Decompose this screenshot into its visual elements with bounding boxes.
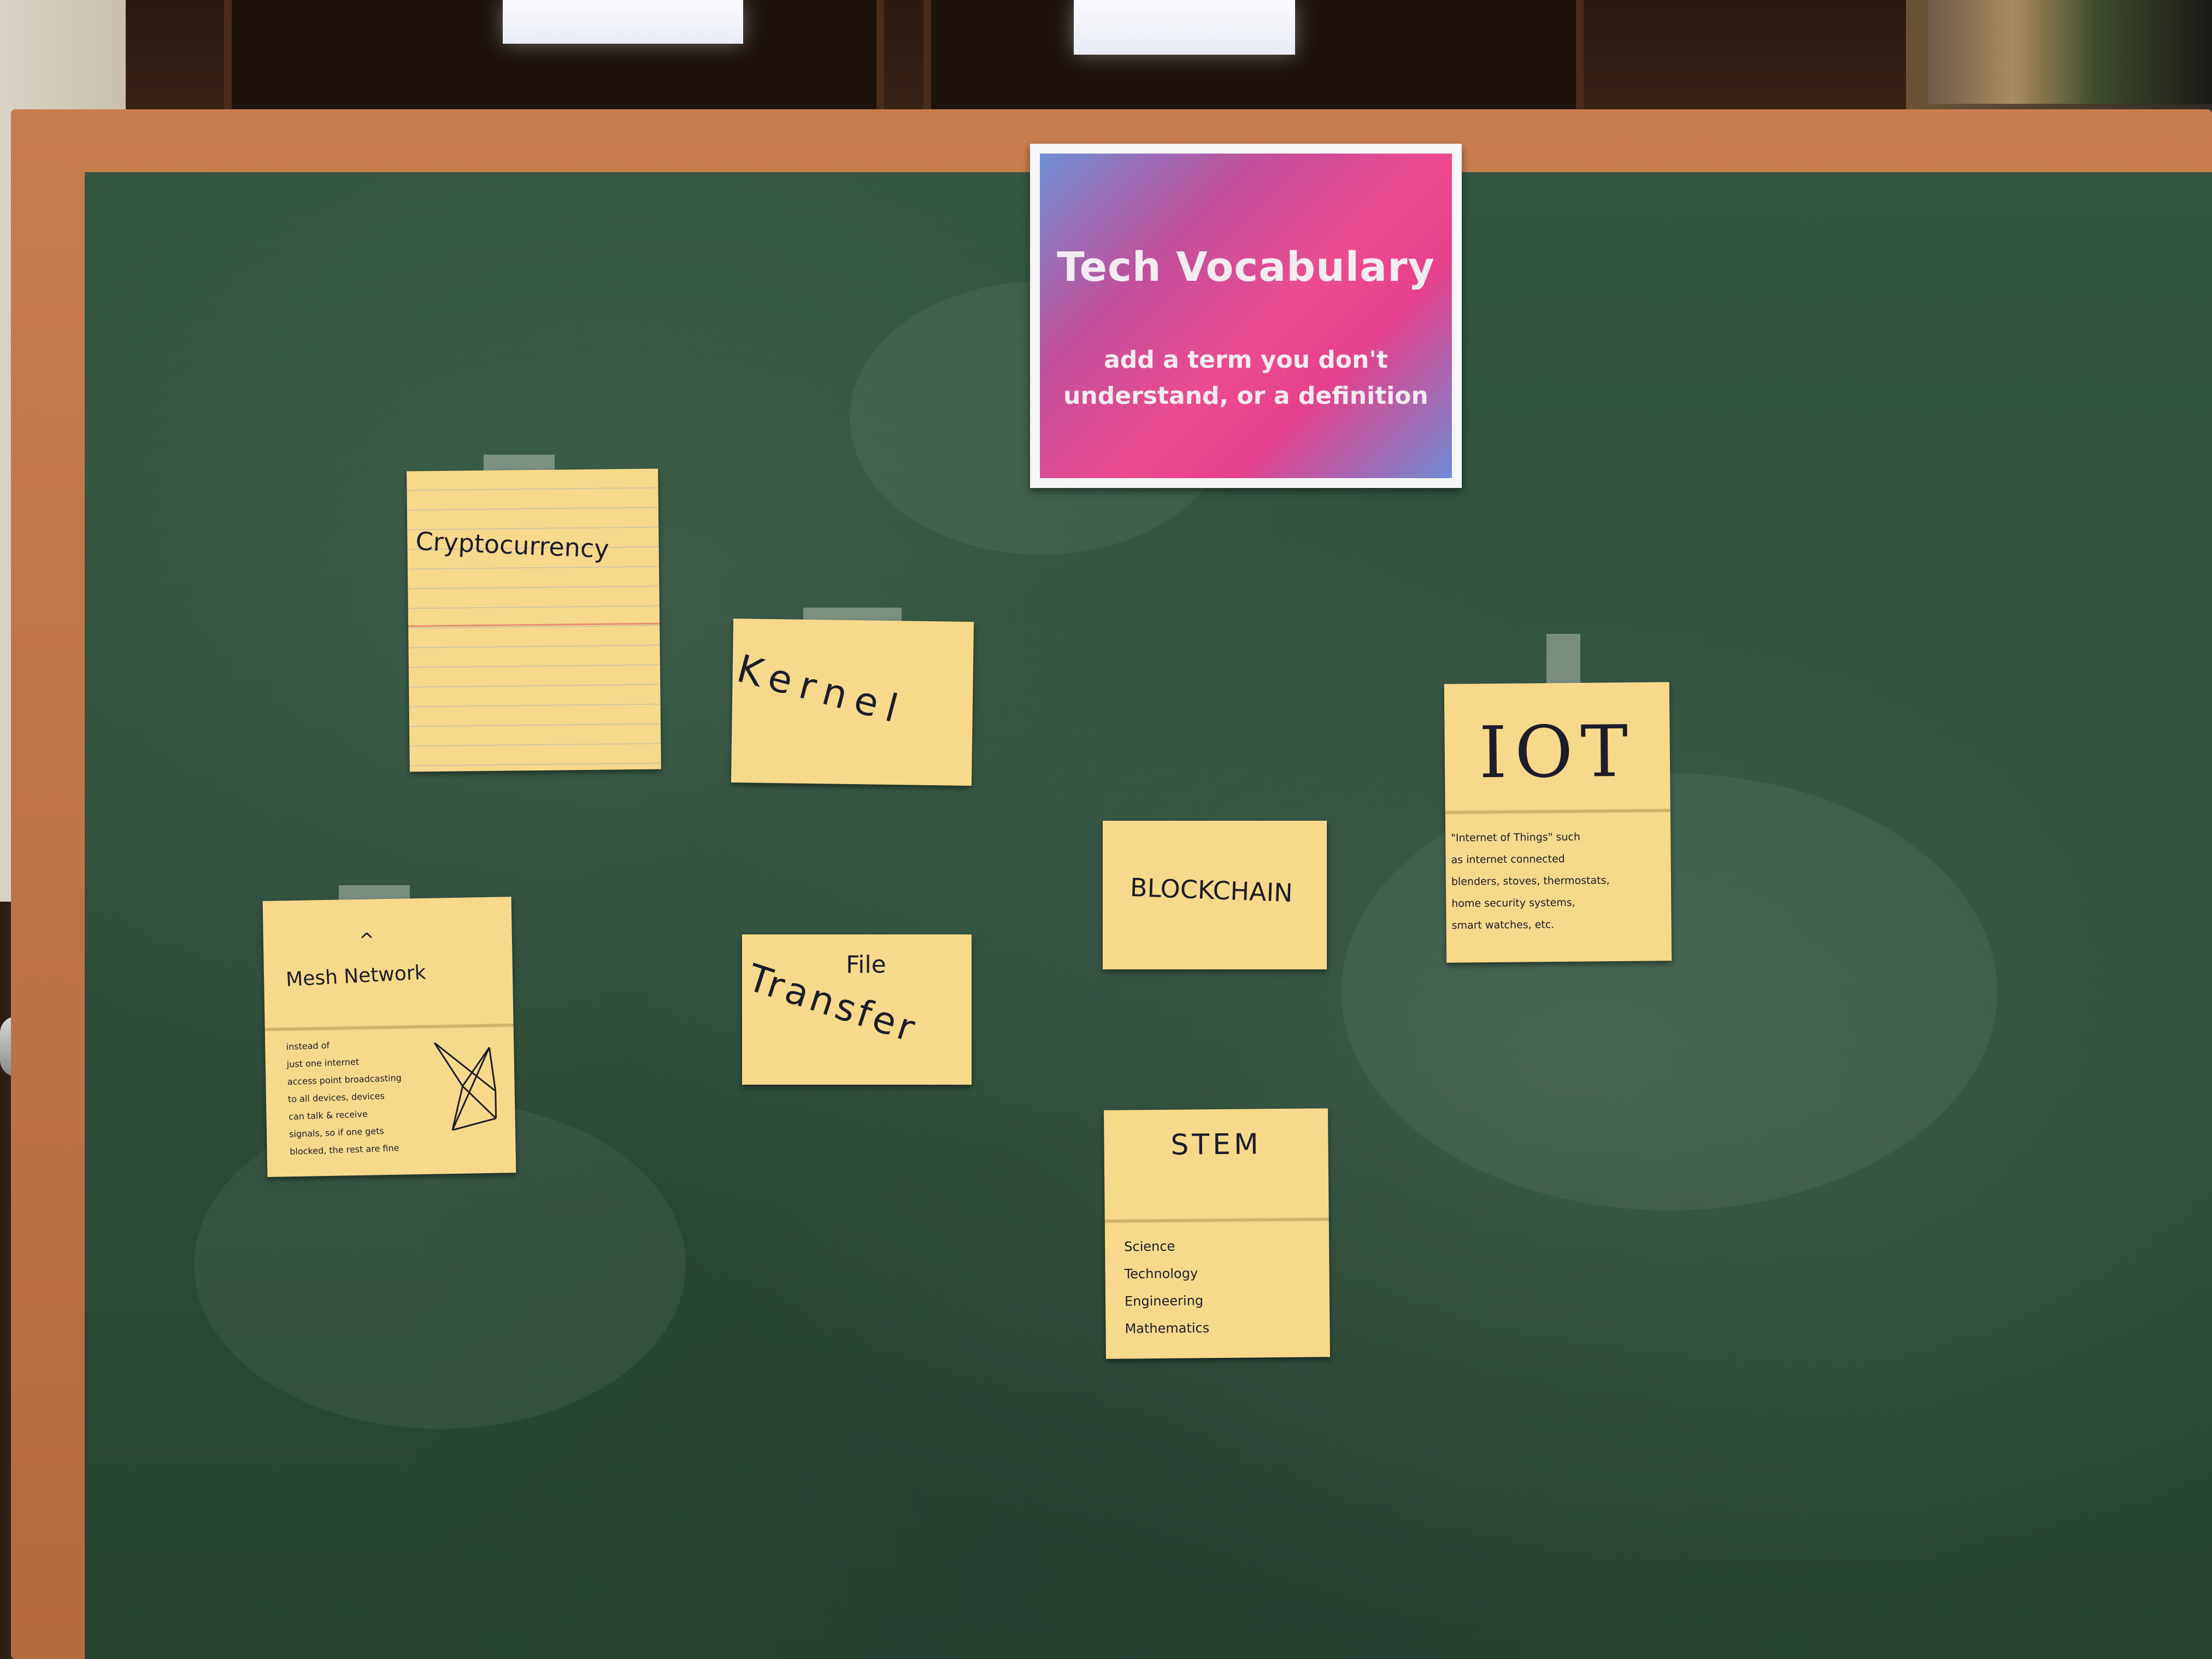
window-pane-left (503, 0, 743, 44)
card-definition: Science Technology Engineering Mathemati… (1124, 1238, 1210, 1337)
card-term: Mesh Network (285, 961, 427, 991)
tape (1546, 634, 1580, 686)
sign-subtitle-line-2: understand, or a definition (1063, 382, 1428, 410)
mesh-network-diagram (433, 1042, 497, 1131)
card-term: BLOCKCHAIN (1129, 872, 1293, 908)
card-term: STEM (1170, 1128, 1262, 1162)
card-caret: ^ (358, 929, 375, 951)
window-frame-right (923, 0, 1584, 115)
card-iot: IOT "Internet of Things" such as interne… (1444, 682, 1672, 963)
sign-subtitle: add a term you don't understand, or a de… (1040, 342, 1452, 414)
window-pane-right (1074, 0, 1295, 55)
card-definition: instead of just one internet access poin… (286, 1040, 402, 1157)
card-red-line (408, 622, 660, 627)
card-term-bottom: Transfer (742, 956, 923, 1052)
sign-subtitle-line-1: add a term you don't (1104, 346, 1388, 374)
card-cryptocurrency: Cryptocurrency (407, 468, 661, 772)
card-fold (264, 1023, 514, 1031)
sign-title: Tech Vocabulary (1057, 244, 1435, 291)
card-stem: STEM Science Technology Engineering Math… (1104, 1108, 1330, 1359)
card-mesh-network: ^ Mesh Network instead of just one inter… (262, 897, 516, 1177)
tape (484, 455, 555, 471)
card-blockchain: BLOCKCHAIN (1103, 821, 1327, 969)
card-fold (1104, 1217, 1329, 1223)
card-term: Cryptocurrency (415, 526, 610, 564)
card-fold (1445, 809, 1670, 814)
card-term-top: File (846, 951, 886, 979)
card-definition: "Internet of Things" such as internet co… (1451, 831, 1610, 932)
card-term: Kernel (732, 646, 911, 734)
sign-gradient-panel: Tech Vocabulary add a term you don't und… (1040, 154, 1452, 478)
card-term: IOT (1478, 709, 1636, 795)
wall-photo (1928, 0, 2212, 104)
card-kernel: Kernel (731, 618, 974, 786)
card-file-transfer: File Transfer (742, 934, 972, 1085)
tech-vocabulary-sign: Tech Vocabulary add a term you don't und… (1030, 144, 1462, 488)
